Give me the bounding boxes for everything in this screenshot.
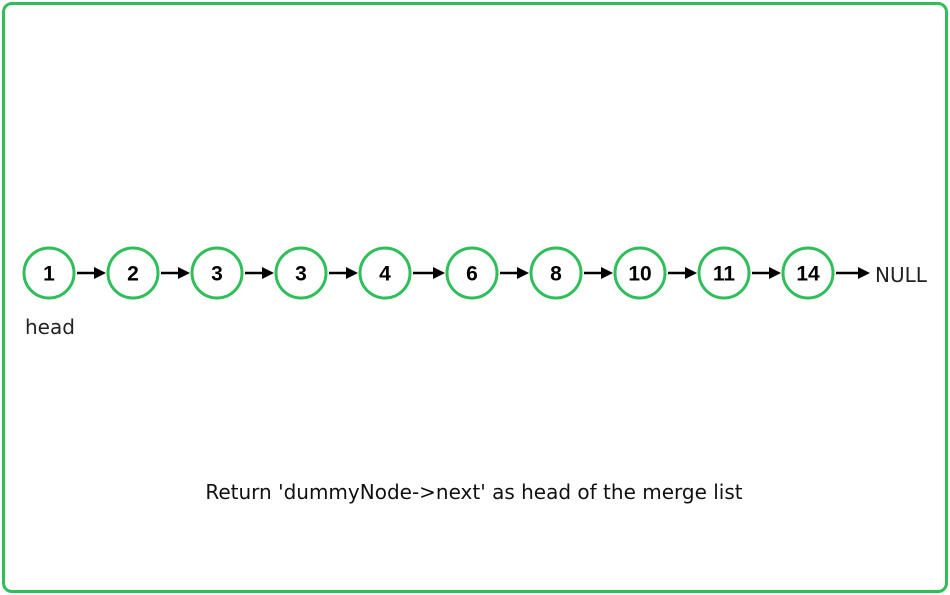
node-circle [529,246,583,300]
node-circle [781,246,835,300]
node-circle [22,246,76,300]
node-circle [358,246,412,300]
node-value: 10 [628,263,651,286]
arrow-9-head [769,267,781,279]
arrow-1-head [94,267,106,279]
node-value: 6 [466,263,478,286]
arrow-4-head [346,267,358,279]
list-node-4: 3 [274,246,328,300]
edges-group [77,267,870,279]
node-value: 3 [295,263,307,286]
nodes-group: 1 2 3 3 4 6 8 10 11 14 [22,246,835,300]
arrow-7-head [601,267,613,279]
node-circle [445,246,499,300]
node-value: 3 [211,263,223,286]
list-node-10: 14 [781,246,835,300]
list-node-7: 8 [529,246,583,300]
null-label: NULL [875,263,928,287]
node-circle [697,246,751,300]
list-node-9: 11 [697,246,751,300]
node-value: 1 [43,263,55,286]
node-circle [613,246,667,300]
list-node-5: 4 [358,246,412,300]
arrow-8-head [685,267,697,279]
node-value: 14 [796,263,820,286]
node-value: 8 [550,263,562,286]
arrow-5-head [433,267,445,279]
node-circle [106,246,160,300]
node-value: 11 [713,263,736,286]
caption-text: Return 'dummyNode->next' as head of the … [205,480,742,504]
list-node-2: 2 [106,246,160,300]
node-circle [274,246,328,300]
arrow-2-head [178,267,190,279]
list-node-6: 6 [445,246,499,300]
arrow-6-head [517,267,529,279]
list-node-1: 1 [22,246,76,300]
list-node-8: 10 [613,246,667,300]
node-value: 4 [379,263,391,286]
node-circle [190,246,244,300]
arrow-3-head [262,267,274,279]
head-label: head [25,315,75,339]
arrow-null-head [858,267,870,279]
node-value: 2 [127,263,139,286]
list-node-3: 3 [190,246,244,300]
